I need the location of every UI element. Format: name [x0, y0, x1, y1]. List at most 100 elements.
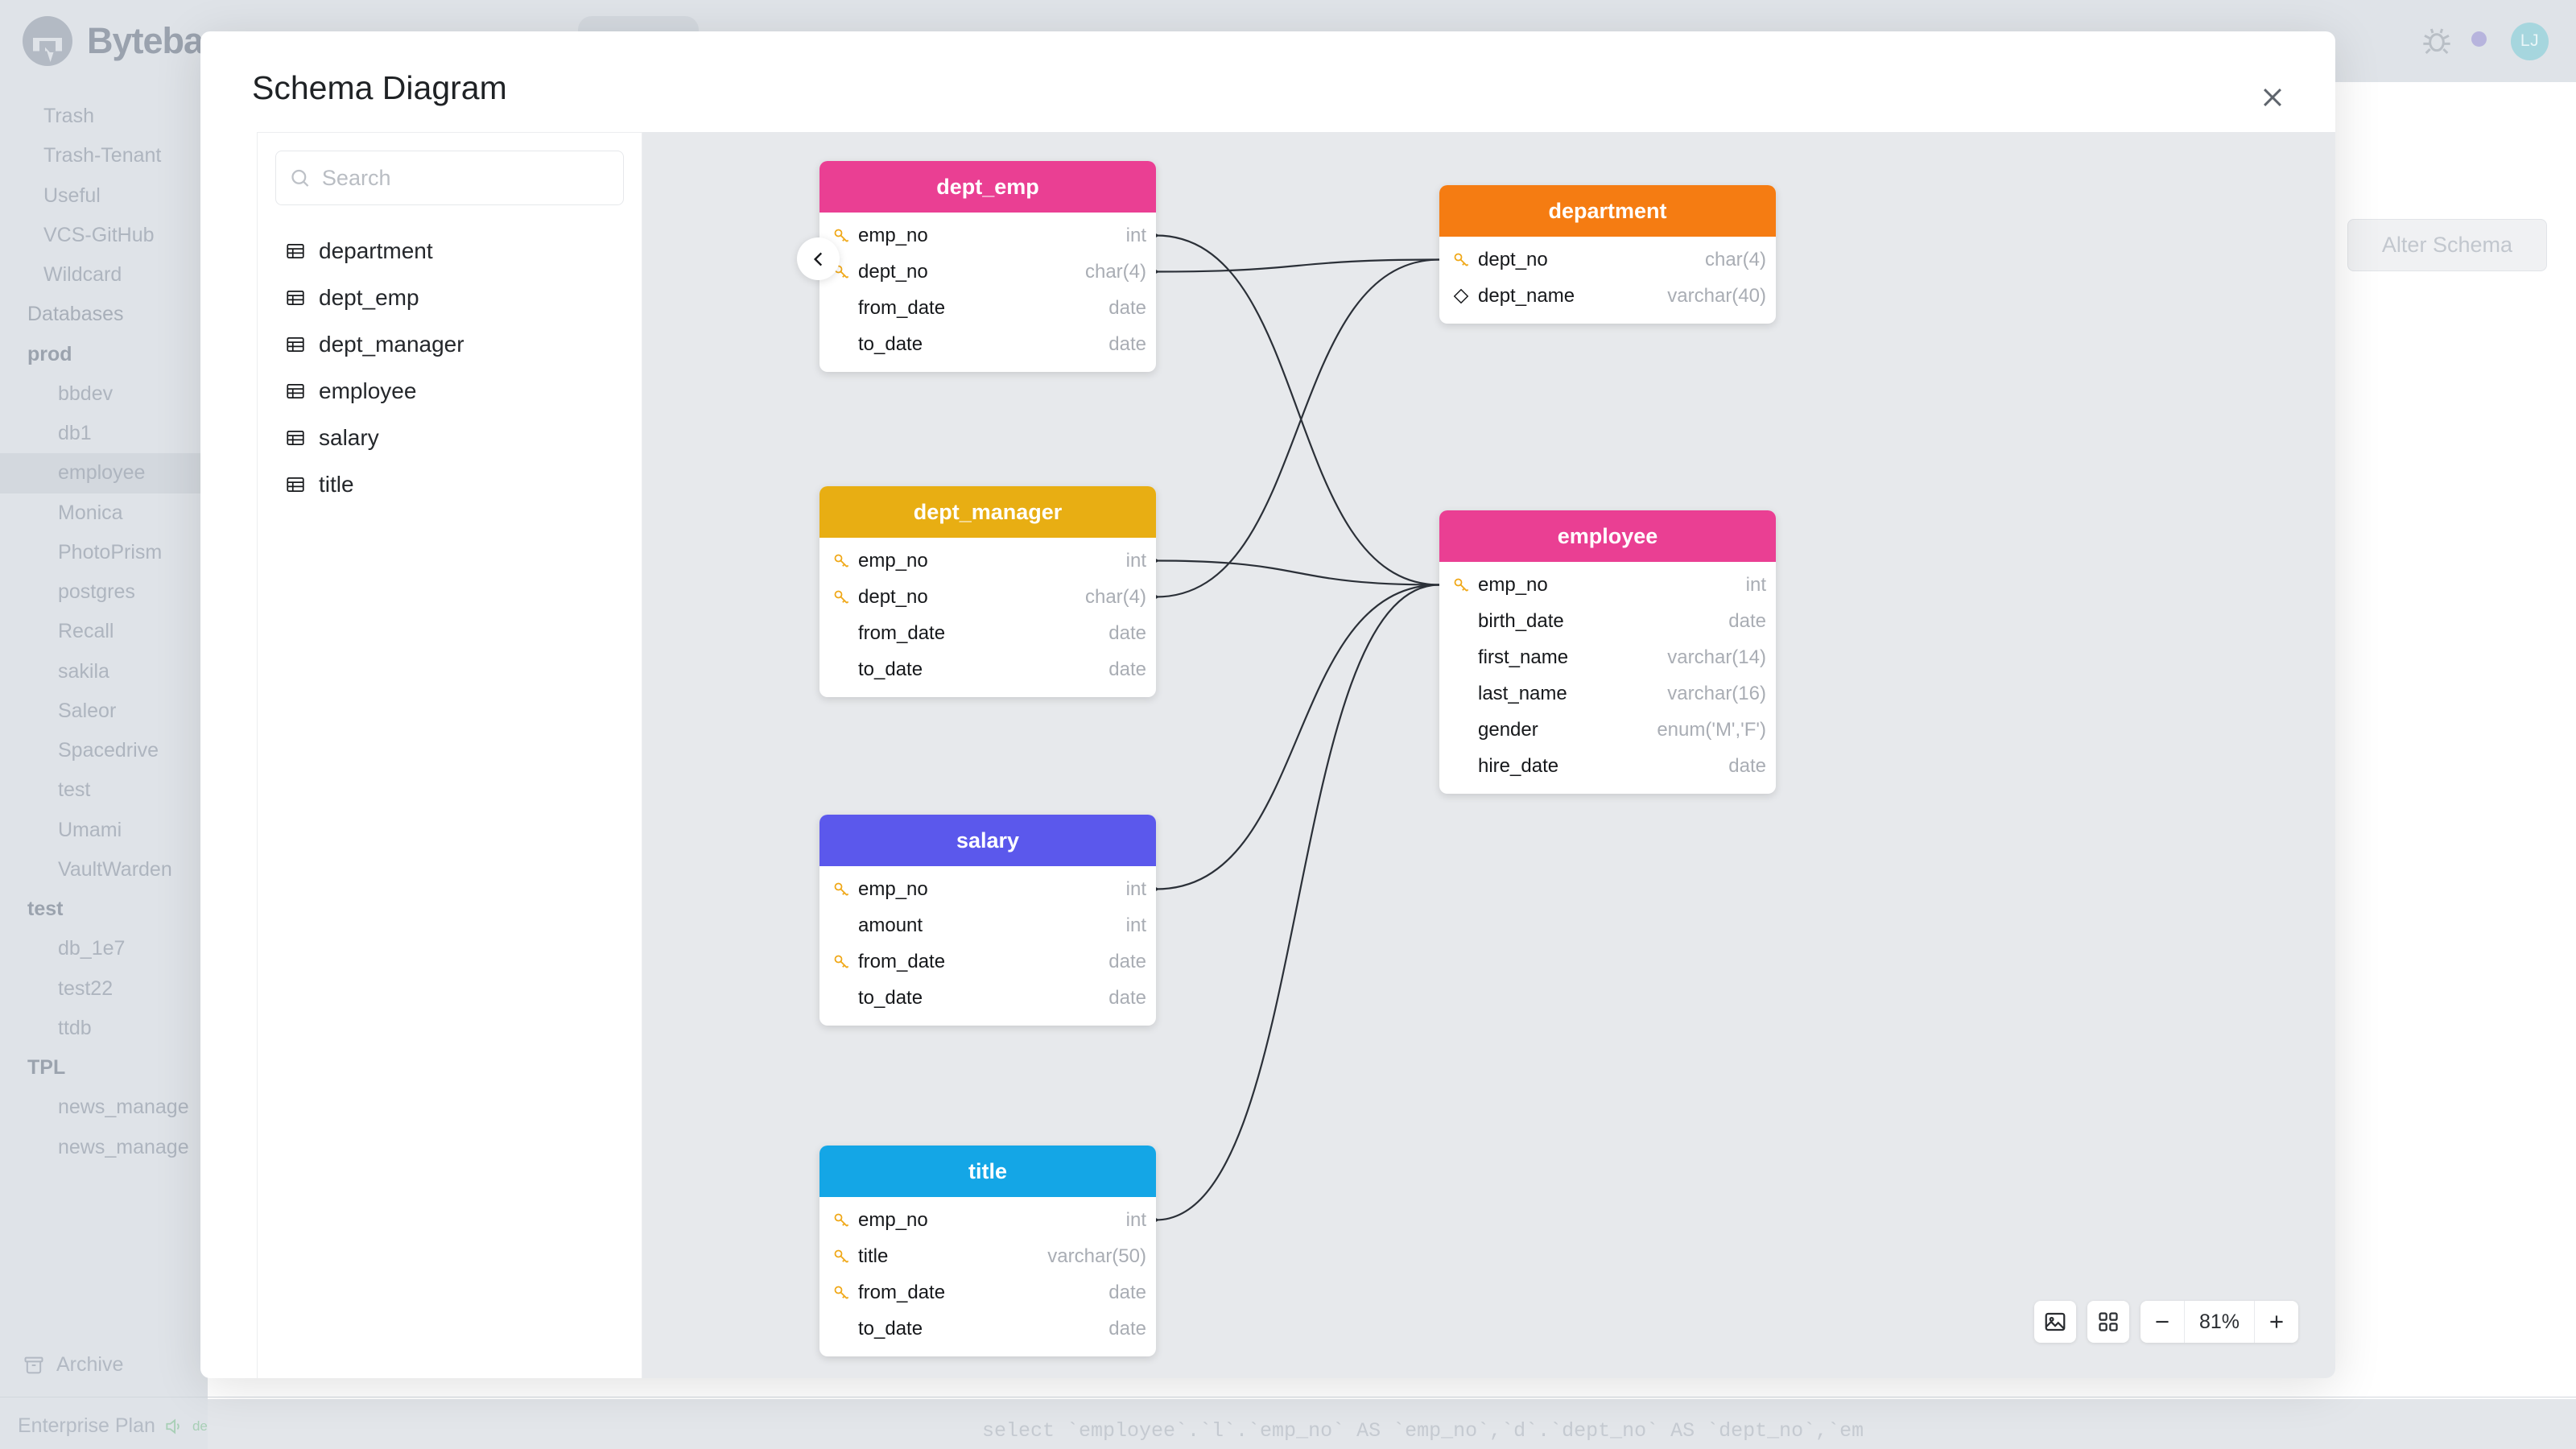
sidebar-item-ttdb[interactable]: ttdb — [58, 1016, 92, 1039]
sidebar-item-test[interactable]: test — [58, 778, 91, 802]
primary-key-icon — [834, 955, 849, 968]
column-name: emp_no — [858, 549, 928, 572]
topbar-actions: LJ — [2421, 0, 2549, 82]
table-list-item-label: employee — [319, 378, 417, 403]
table-list-item-dept_manager[interactable]: dept_manager — [275, 321, 624, 368]
column-name: to_date — [858, 332, 923, 355]
sidebar-item-monica[interactable]: Monica — [58, 501, 123, 524]
zoom-out-button[interactable] — [2140, 1301, 2184, 1343]
alter-schema-button[interactable]: Alter Schema — [2347, 219, 2547, 271]
sidebar-item-db-1e7[interactable]: db_1e7 — [58, 937, 126, 960]
table-list-item-employee[interactable]: employee — [275, 368, 624, 415]
column-icon — [831, 298, 852, 319]
column-name: to_date — [858, 1317, 923, 1340]
close-button[interactable] — [2250, 75, 2295, 120]
table-list-item-title[interactable]: title — [275, 461, 624, 508]
table-list-item-dept_emp[interactable]: dept_emp — [275, 275, 624, 321]
sidebar-item-vcs-github[interactable]: VCS-GitHub — [43, 223, 155, 246]
sidebar-item-db1[interactable]: db1 — [58, 422, 92, 444]
column-type: varchar(16) — [1667, 682, 1766, 704]
sidebar-item-news-manage[interactable]: news_manage — [58, 1096, 189, 1119]
sidebar-item-umami[interactable]: Umami — [58, 818, 122, 841]
sidebar-item-postgres[interactable]: postgres — [58, 580, 135, 603]
column-type: int — [1125, 914, 1146, 936]
table-list-item-salary[interactable]: salary — [275, 415, 624, 461]
sidebar-item-tpl[interactable]: TPL — [27, 1056, 66, 1079]
zoom-toolbar: 81% — [2034, 1301, 2298, 1343]
edge-dept_manager.dept_no-to-department.dept_no — [1155, 258, 1440, 598]
column-name: from_date — [858, 296, 946, 319]
sidebar-item-test[interactable]: test — [27, 898, 64, 920]
avatar[interactable]: LJ — [2511, 22, 2549, 60]
column-icon — [1451, 647, 1472, 668]
image-icon — [2045, 1312, 2066, 1331]
export-image-button[interactable] — [2034, 1301, 2076, 1343]
sidebar-item-photoprism[interactable]: PhotoPrism — [58, 540, 163, 564]
sidebar-item-bbdev[interactable]: bbdev — [58, 382, 114, 405]
sidebar-item-archive[interactable]: Archive — [23, 1353, 123, 1377]
sidebar-item-trash[interactable]: Trash — [43, 105, 94, 127]
sidebar-item-vaultwarden[interactable]: VaultWarden — [58, 857, 172, 881]
zoom-divider-right — [2254, 1301, 2255, 1343]
primary-key-icon — [834, 882, 849, 896]
sidebar-item-useful[interactable]: Useful — [43, 184, 101, 207]
search-input[interactable] — [321, 165, 610, 191]
sidebar-item-wildcard[interactable]: Wildcard — [43, 263, 122, 286]
sidebar-item-recall[interactable]: Recall — [58, 620, 114, 643]
auto-layout-button[interactable] — [2087, 1301, 2129, 1343]
sidebar-item-prod[interactable]: prod — [27, 342, 72, 365]
search-box[interactable] — [275, 151, 624, 205]
table-list-item-label: department — [319, 238, 433, 263]
sidebar-item-saleor[interactable]: Saleor — [58, 699, 117, 722]
sidebar-item-spacedrive[interactable]: Spacedrive — [58, 739, 159, 762]
collapse-panel-button[interactable] — [797, 237, 840, 280]
sidebar-item-news-manage[interactable]: news_manage — [58, 1135, 189, 1158]
column-name: dept_no — [858, 585, 928, 608]
sidebar-item-employee[interactable]: employee — [0, 453, 208, 493]
sidebar-item-test22[interactable]: test22 — [58, 976, 114, 1000]
column-icon — [1451, 756, 1472, 777]
sidebar-item-sakila[interactable]: sakila — [58, 659, 109, 683]
table-list-item-department[interactable]: department — [275, 228, 624, 275]
sidebar-item-trash-tenant[interactable]: Trash-Tenant — [43, 144, 162, 167]
column-type: date — [1108, 1281, 1146, 1303]
zoom-in-button[interactable] — [2255, 1301, 2298, 1343]
column-icon — [831, 551, 852, 572]
bug-icon[interactable] — [2421, 25, 2453, 57]
